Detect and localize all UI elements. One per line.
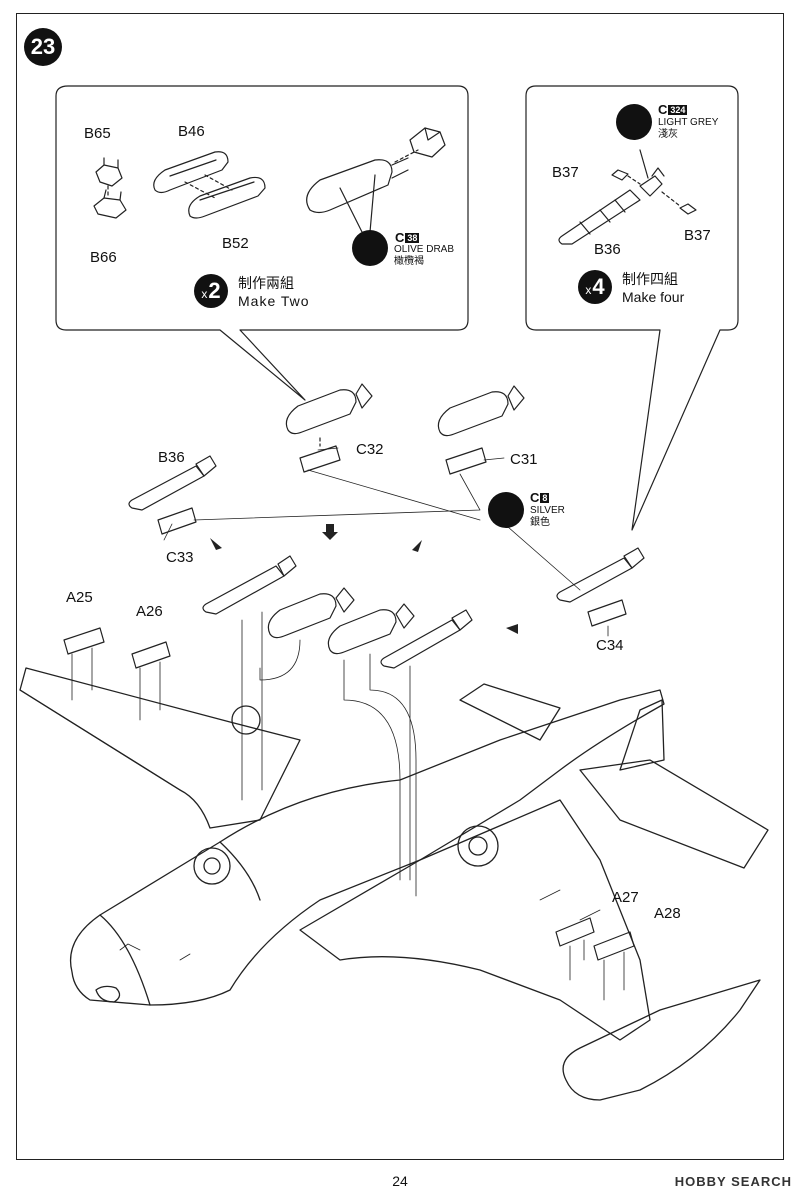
inset-right-box [525,85,739,531]
step-number: 23 [30,34,56,59]
part-label-b37-left: B37 [552,164,579,181]
multiplier-text-en-left: Make Two [238,293,310,309]
part-b65-b66-brackets [93,157,127,219]
part-rocket-b36 [558,149,697,245]
part-label-b52: B52 [222,235,249,252]
paint-name-silver: SILVER [530,505,565,516]
part-label-c33: C33 [166,549,194,566]
paint-name-light-grey: LIGHT GREY [658,117,719,128]
part-label-c31: C31 [510,451,538,468]
part-label-a28: A28 [654,905,681,922]
multiplier-text-cn-left: 制作兩組 [238,275,294,291]
part-label-a27: A27 [612,889,639,906]
part-label-b37-right: B37 [684,227,711,244]
stores-above-wing [202,555,473,669]
part-b46-b52-tank-halves [153,151,266,219]
part-label-c34: C34 [596,637,624,654]
paint-olive-drab-icon [352,230,388,266]
part-label-b36-main: B36 [158,449,185,466]
part-label-b65: B65 [84,125,111,142]
pylons [63,627,635,961]
step-number-badge: 23 [24,28,62,66]
multiplier-text-cn-right: 制作四組 [622,271,678,287]
multiplier-text-en-right: Make four [622,289,685,305]
watermark-logo: HOBBY SEARCH [674,1174,792,1189]
paint-silver-icon [488,492,524,528]
paint-name-olive-drab: OLIVE DRAB [394,244,455,255]
paint-light-grey-icon [616,104,652,140]
aircraft-body [19,667,769,1101]
page-number: 24 [392,1173,408,1189]
paint-name-cn-light-grey: 淺灰 [658,129,678,140]
rocket-c34 [556,547,645,627]
bomb-c32 [285,383,373,473]
paint-name-cn-silver: 銀色 [530,517,550,528]
part-label-b36-inset: B36 [594,241,621,258]
part-label-a26: A26 [136,603,163,620]
part-label-c32: C32 [356,441,384,458]
part-label-b66: B66 [90,249,117,266]
part-bomb-assembly [306,127,446,233]
rocket-b36-main [128,455,217,535]
part-label-a25: A25 [66,589,93,606]
guide-lines [71,447,625,1001]
inset-left-box [55,85,469,401]
paint-name-cn-olive-drab: 橄欖褐 [394,256,424,267]
part-label-b46: B46 [178,123,205,140]
page-frame [16,13,784,1160]
direction-arrows [210,524,518,634]
bomb-c31 [437,385,525,475]
